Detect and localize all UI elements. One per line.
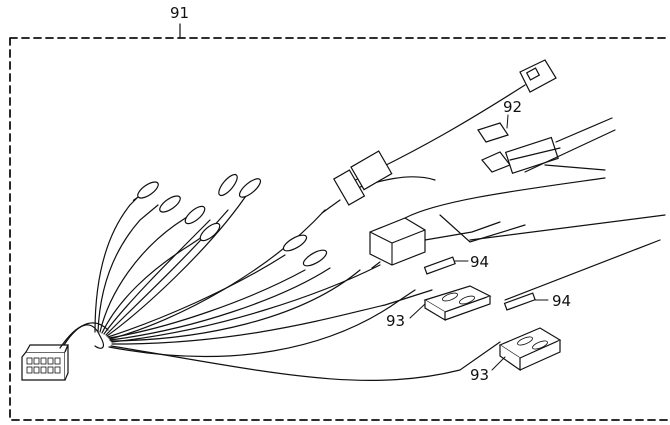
terminal-set: [132, 173, 328, 267]
junction-box: [369, 177, 606, 269]
callout-94-upper: 94: [470, 253, 489, 271]
main-connector: [21, 344, 69, 381]
callout-91: 91: [170, 4, 189, 22]
harness-wires: [59, 189, 501, 381]
kit-boundary: [9, 23, 670, 421]
fuse-holder: [477, 114, 616, 175]
splice-connector-lower: [491, 327, 562, 372]
wire-tap-sleeves: [423, 256, 549, 311]
callout-92: 92: [503, 98, 522, 116]
inline-plug: [321, 84, 526, 214]
callout-94-lower: 94: [552, 292, 571, 310]
top-connector: [519, 59, 557, 93]
callout-93-upper: 93: [386, 312, 405, 330]
callout-93-lower: 93: [470, 366, 489, 384]
splice-connector-upper: [409, 285, 492, 322]
loose-leads: [469, 214, 666, 301]
